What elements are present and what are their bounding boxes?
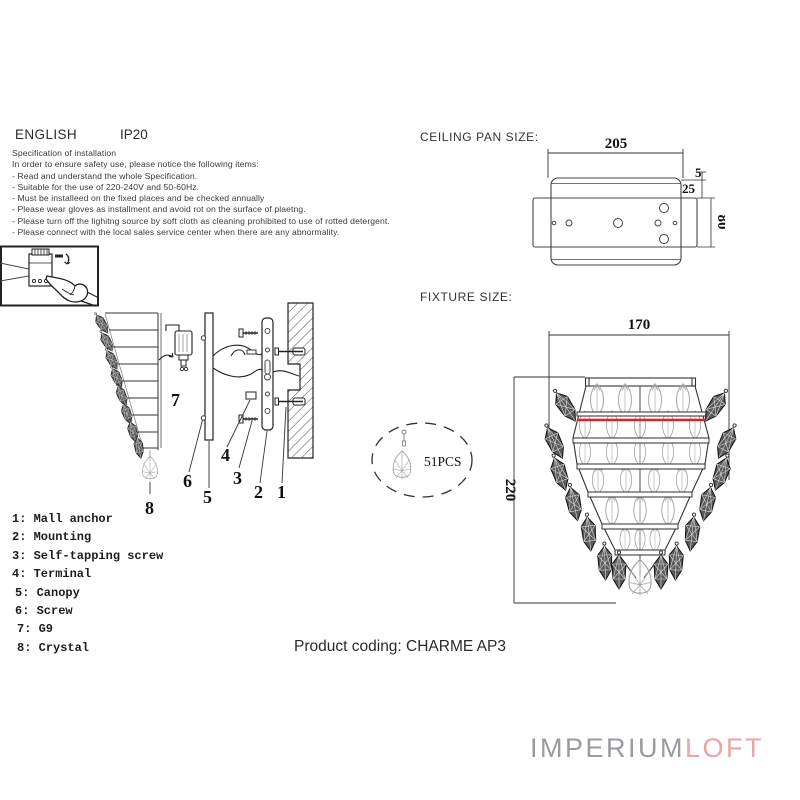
installation-diagram: 1 2 3 4 5 6 7 8 (91, 302, 314, 518)
ceiling-dim-lip: 5 (695, 165, 702, 180)
mounting-plate (261, 317, 274, 431)
self-tapping-screws (238, 328, 258, 424)
ceiling-dim-inset: 25 (682, 181, 696, 196)
fixture-dim-height: 220 (502, 479, 518, 502)
fixture-dim-width: 170 (628, 317, 651, 333)
g9-bulb (165, 324, 193, 372)
wall-section (287, 302, 314, 459)
pan-body (532, 177, 698, 266)
ceiling-dim-height: 80 (714, 215, 725, 230)
spec-intro: In order to ensure safety use, please no… (12, 159, 259, 170)
part-item: 4: Terminal (12, 567, 92, 582)
lamp-body (104, 312, 162, 450)
pan-holes (551, 203, 678, 244)
ceiling-dim-width: 205 (605, 136, 628, 152)
specification-block: Specification of installation In order t… (12, 148, 390, 238)
part-item: 3: Self-tapping screw (12, 548, 164, 563)
brand-logo-part1: IMPERIUM (529, 733, 685, 763)
bottom-crystal (142, 450, 158, 481)
part-item: 7: G9 (17, 622, 54, 637)
canopy-screw (200, 335, 207, 341)
spec-item: - Must be installeed on the fixed places… (12, 193, 265, 204)
callout-leaders (149, 399, 287, 494)
callout-8: 8 (145, 498, 154, 518)
callout-5: 5 (203, 487, 212, 507)
callout-3: 3 (233, 468, 242, 488)
bottom-crystal (628, 559, 652, 597)
product-coding: Product coding: CHARME AP3 (294, 638, 506, 655)
canopy (200, 312, 214, 441)
callout-6: 6 (183, 471, 192, 491)
spec-item: - Suitable for the use of 220-240V and 5… (12, 181, 200, 192)
part-item: 2: Mounting (12, 530, 92, 545)
rotate-arrow-icon (158, 352, 174, 361)
ceiling-pan-size-label: CEILING PAN SIZE: (420, 130, 539, 144)
dim-width-205 (547, 149, 684, 178)
ceiling-pan-drawing: 205 5 25 80 (532, 136, 725, 266)
callout-1: 1 (277, 482, 286, 502)
crystal-count-text: 51PCS (424, 454, 462, 469)
lamp-side-crystals (91, 310, 146, 460)
wiring-hand-illustration (0, 245, 100, 307)
spec-item: - Please connect with the local sales se… (12, 227, 340, 238)
brand-logo: IMPERIUMLOFT (530, 733, 764, 764)
fixture-drawing: 170 220 (502, 317, 743, 604)
dim-right-brackets (681, 171, 715, 248)
terminal-connector (245, 391, 257, 400)
fixture-size-label: FIXTURE SIZE: (420, 290, 513, 304)
part-item: 8: Crystal (17, 640, 90, 655)
language-label: ENGLISH (15, 127, 78, 142)
part-item: 5: Canopy (15, 585, 80, 600)
spec-item: - Read and understand the whole Specific… (12, 170, 198, 181)
wall-anchors (274, 347, 306, 406)
parts-list: 1: Mall anchor 2: Mounting 3: Self-tappi… (12, 510, 163, 657)
crystal-count-badge: 51PCS (371, 422, 473, 498)
spec-title: Specification of installation (12, 148, 117, 158)
spec-item: - Please turn off the lighitng source by… (12, 215, 390, 226)
ip-rating-label: IP20 (120, 127, 148, 142)
callout-7: 7 (171, 390, 180, 410)
canopy-screw (200, 415, 207, 421)
brand-logo-part2: LOFT (684, 733, 764, 763)
dim-height-220 (513, 376, 616, 604)
spec-item: - Please wear gloves as installment and … (12, 204, 306, 215)
sample-crystal (392, 429, 412, 480)
part-item: 6: Screw (15, 604, 73, 619)
callout-2: 2 (254, 482, 263, 502)
part-item: 1: Mall anchor (12, 512, 113, 526)
callout-4: 4 (221, 445, 230, 465)
